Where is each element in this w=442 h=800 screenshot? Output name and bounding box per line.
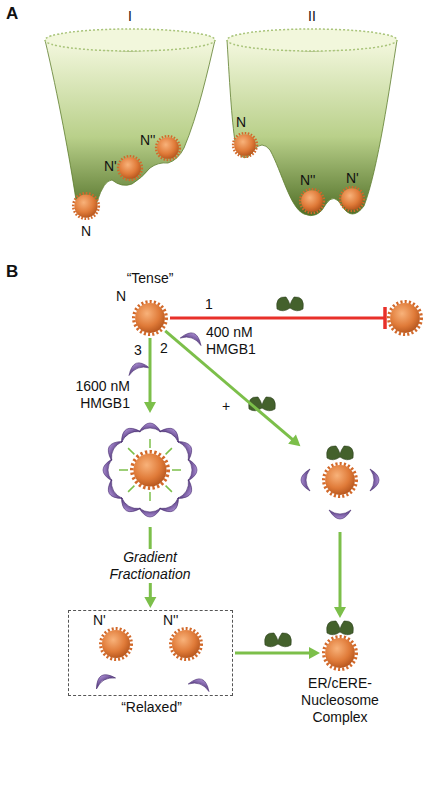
er-dimer xyxy=(327,621,354,635)
hmgb1-protein xyxy=(180,330,204,346)
connector-line xyxy=(235,652,311,655)
nucleosome-ball xyxy=(132,452,168,488)
arrow-head xyxy=(144,597,156,608)
figure-label: N' xyxy=(104,158,120,175)
nucleosome-relaxed: N'' xyxy=(169,627,203,661)
er-dimer xyxy=(277,297,304,311)
hmgb1-nucleosome-cluster xyxy=(95,415,205,525)
edge-label: 2 xyxy=(160,340,172,357)
connector xyxy=(170,307,385,329)
nucleosome-ball xyxy=(101,629,132,660)
er-nucleosome-complex: ER/cERE-Nucleosome Complex xyxy=(322,635,358,671)
nucleosome-blocked xyxy=(387,300,423,336)
hmgb1-protein xyxy=(126,360,150,376)
nucleosome-ball xyxy=(233,133,257,157)
figure-label: N xyxy=(78,223,94,240)
hmgb1-protein xyxy=(92,670,116,689)
nucleosome-ball xyxy=(134,302,167,335)
connector-line xyxy=(170,317,385,320)
nucleosome-ball xyxy=(340,187,364,211)
figure-label: 1600 nM HMGB1 xyxy=(66,378,130,412)
connector xyxy=(235,647,320,659)
nucleosome-shape xyxy=(132,300,168,336)
nucleosome-shape xyxy=(387,300,423,336)
figure-label: B xyxy=(6,262,26,282)
er-hmgb1-nucleosome-cluster xyxy=(290,430,390,530)
nucleosome-shape xyxy=(290,430,390,530)
connector xyxy=(334,532,346,618)
nucleosome-tense: “Tense”N xyxy=(132,300,168,336)
connector-line xyxy=(149,338,152,404)
hmgb1-er-group xyxy=(301,446,379,519)
node-label: ER/cERE-Nucleosome Complex xyxy=(275,675,405,725)
inhibition-bar xyxy=(383,307,387,329)
hmgb1-protein xyxy=(188,676,212,692)
nucleosome-ball xyxy=(171,629,202,660)
state-label: “Tense” xyxy=(102,270,198,287)
relaxed-fraction-box: “Relaxed”N'N'' xyxy=(68,610,233,696)
node-label: N xyxy=(116,288,130,305)
nucleosome-ball xyxy=(324,464,357,497)
figure-label: N'' xyxy=(140,132,162,149)
nucleosome-shape xyxy=(99,627,133,661)
node-label: N' xyxy=(93,612,115,629)
figure-label: 400 nM HMGB1 xyxy=(206,324,264,358)
figure-label: A xyxy=(6,4,26,24)
edge-label: 1 xyxy=(205,296,219,313)
er-dimer xyxy=(265,633,292,647)
arrow-head xyxy=(334,607,346,618)
edge-label: Gradient Fractionation xyxy=(95,549,205,583)
arrow-head xyxy=(144,402,156,413)
arrow-head xyxy=(288,435,300,447)
nucleosome-ball xyxy=(389,302,422,335)
nucleosome-ball xyxy=(156,136,180,160)
nucleosome-ball xyxy=(73,193,99,219)
figure-label: + xyxy=(222,398,236,415)
figure-label: N xyxy=(236,114,252,131)
nucleosome-ball xyxy=(300,189,324,213)
node-label: “Relaxed” xyxy=(69,699,234,716)
nucleosome-ball xyxy=(118,156,142,180)
figure-label: N' xyxy=(346,170,364,187)
figure-label: II xyxy=(300,8,324,25)
hmgb1-ring xyxy=(103,423,197,517)
connector xyxy=(144,338,156,413)
node-label: N'' xyxy=(163,612,185,629)
energy-funnel xyxy=(227,29,397,216)
arrow-head xyxy=(309,647,320,659)
nucleosome-shape xyxy=(95,415,205,525)
nucleosome-ball xyxy=(324,637,357,670)
binding-arrows xyxy=(119,439,181,501)
figure-label: N'' xyxy=(300,172,322,189)
edge-label: 3 xyxy=(134,342,146,359)
energy-funnel xyxy=(45,29,215,217)
figure-label: I xyxy=(120,8,140,25)
nucleosome-shape xyxy=(322,635,358,671)
connector-line xyxy=(339,532,342,609)
nucleosome-relaxed: N' xyxy=(99,627,133,661)
nucleosome-shape xyxy=(169,627,203,661)
